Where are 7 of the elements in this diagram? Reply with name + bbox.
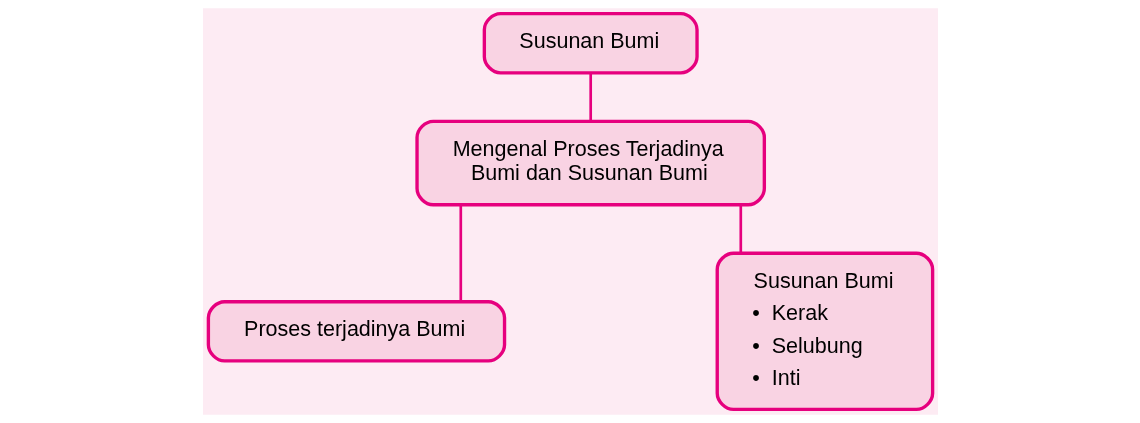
connector [738,205,742,254]
node-box: Susunan Bumi • Kerak • Selubung • Inti [715,251,934,412]
node-box: Proses terjadinya Bumi [206,300,506,363]
connector [458,205,462,302]
node-box: Susunan Bumi [482,11,699,75]
node-box: Mengenal Proses Terjadinya Bumi dan Susunan Bumi [414,119,766,207]
connector [588,72,592,122]
